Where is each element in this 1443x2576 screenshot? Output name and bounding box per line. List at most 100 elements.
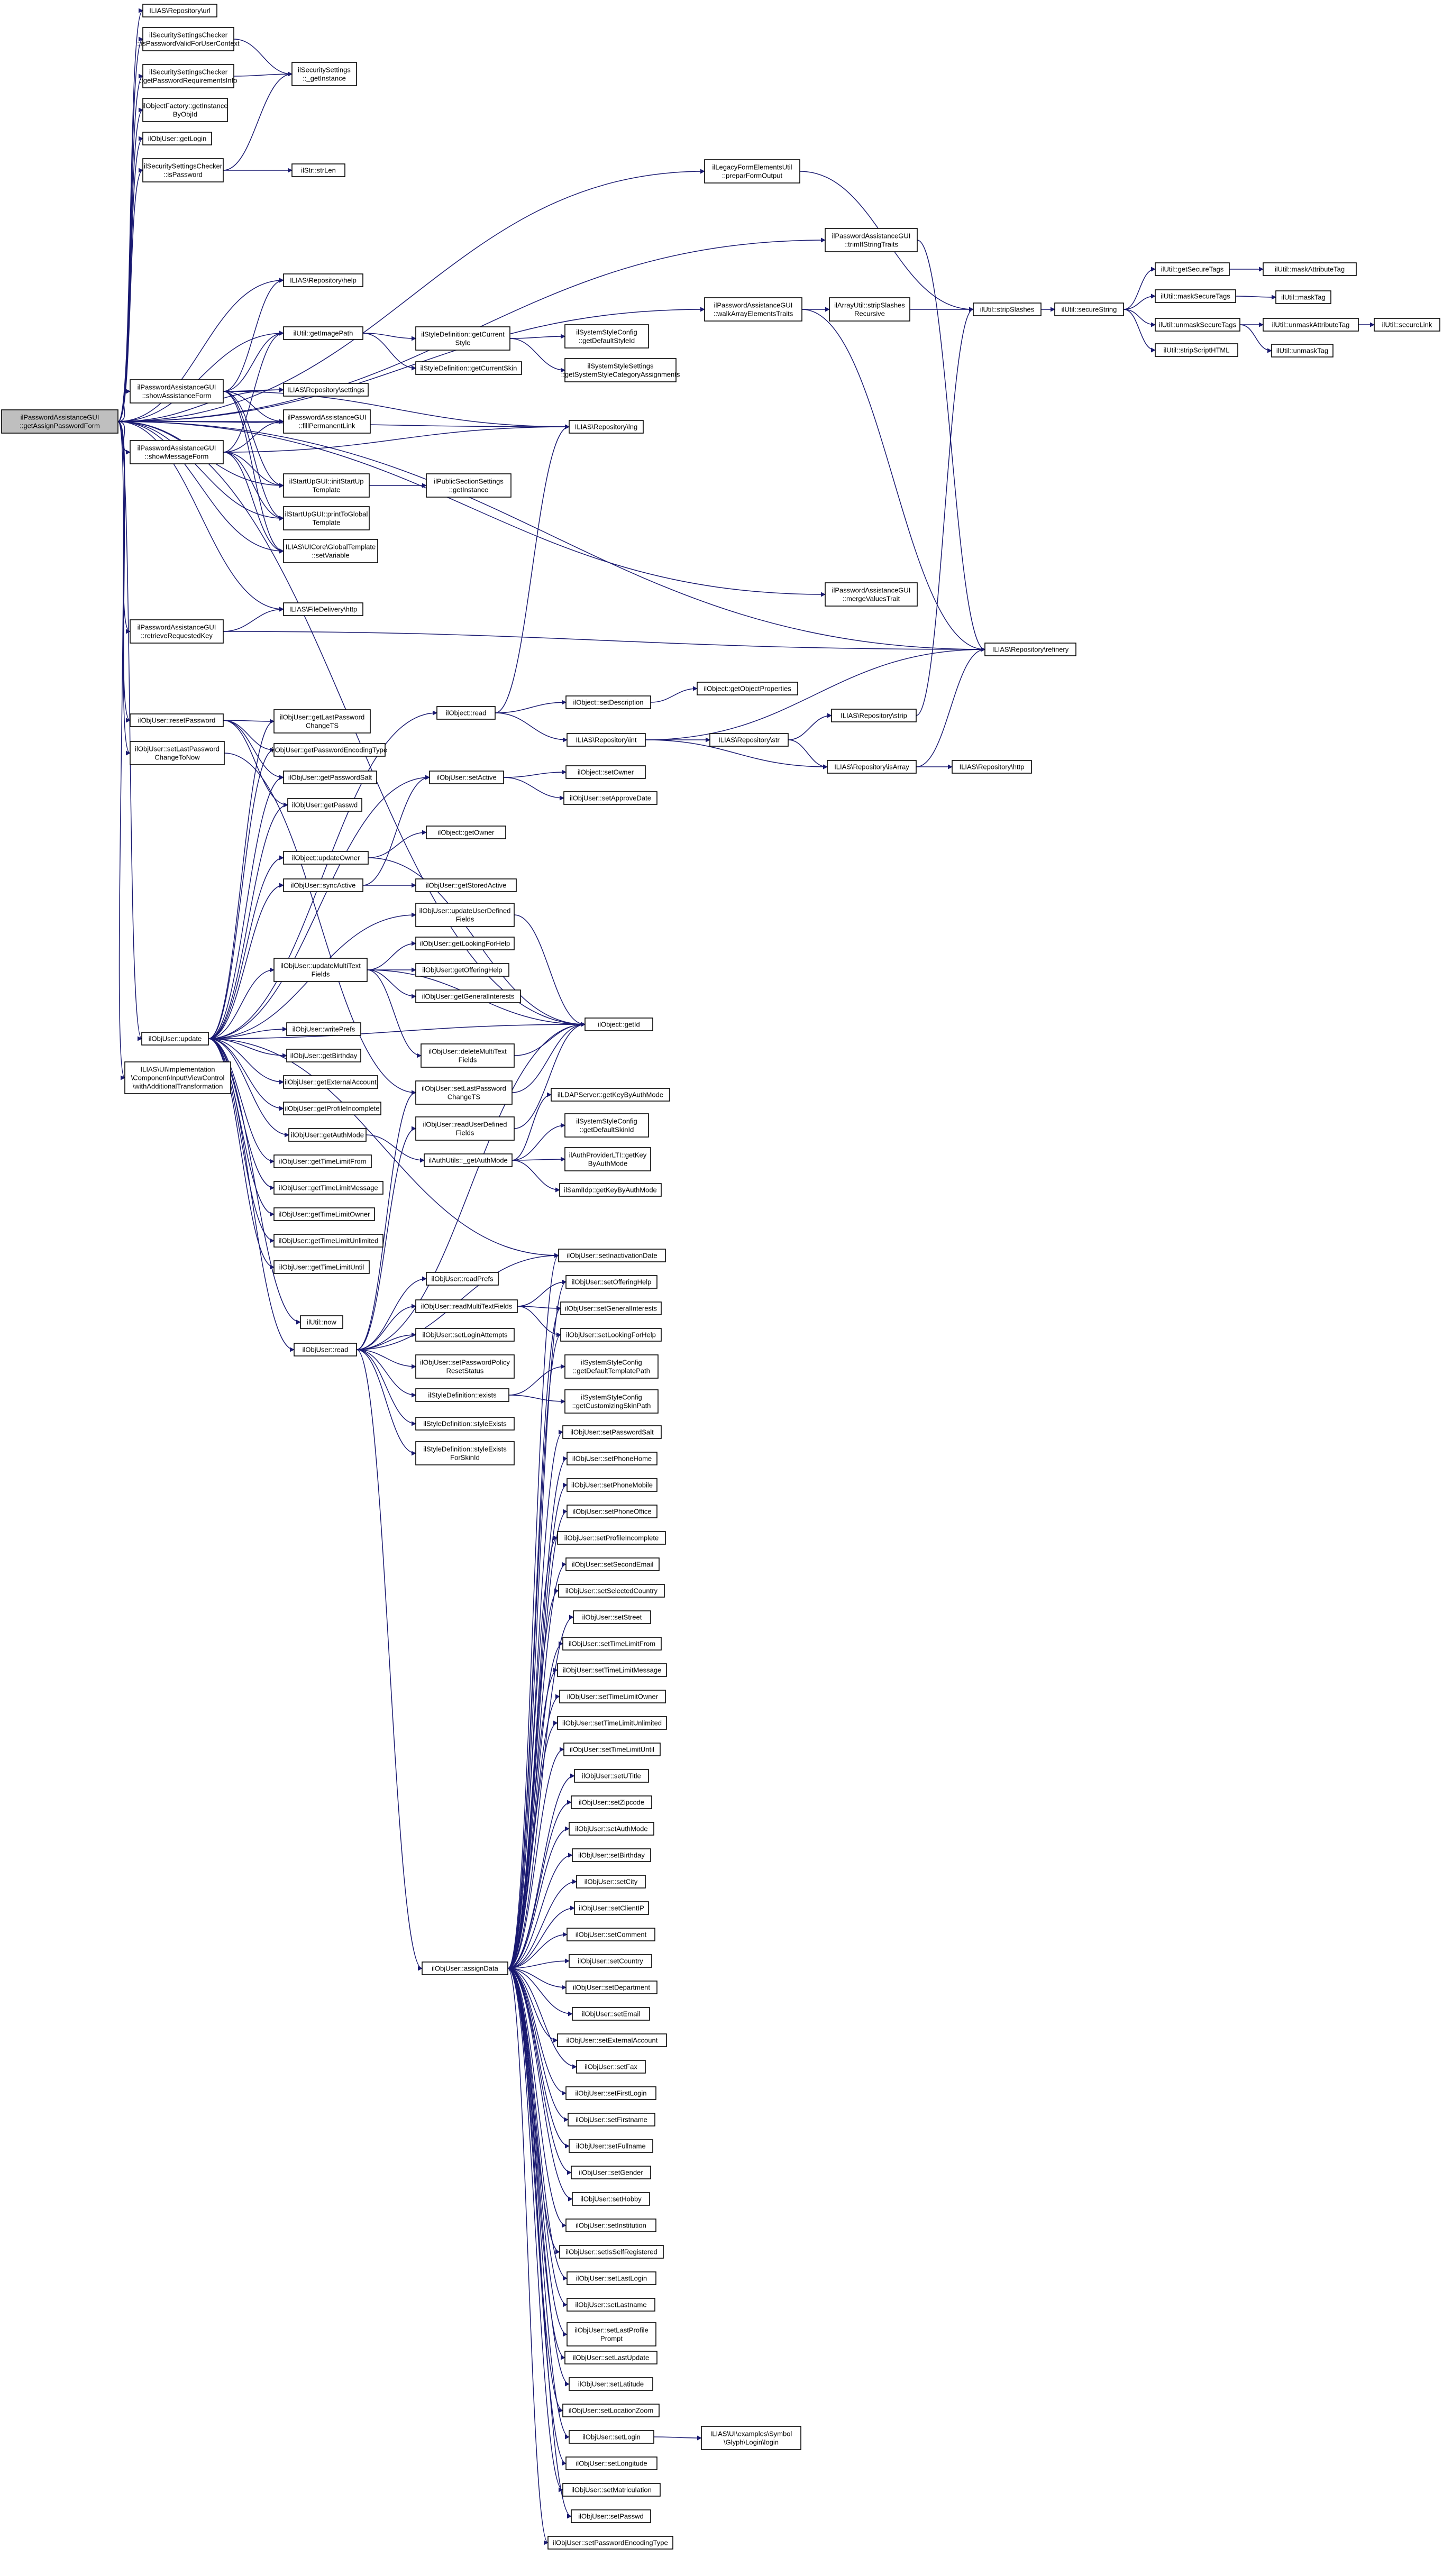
node-obj-set-desc[interactable]: ilObject::setDescription xyxy=(565,695,651,709)
node-obj-read[interactable]: ilObject::read xyxy=(436,706,496,720)
node-ssc-req[interactable]: ilSecuritySettingsChecker::getPasswordRe… xyxy=(140,64,238,88)
node-sys-def-tpl-path[interactable]: ilSystemStyleConfig::getDefaultTemplateP… xyxy=(564,1354,659,1379)
node-repo-int[interactable]: ILIAS\Repository\int xyxy=(567,733,646,747)
node-obj-get-owner[interactable]: ilObject::getOwner xyxy=(426,826,506,839)
node-ou-set-email[interactable]: ilObjUser::setEmail xyxy=(572,2007,650,2021)
node-ou-get-interests[interactable]: ilObjUser::getGeneralInterests xyxy=(415,989,521,1003)
node-mask-sec-tags[interactable]: ilUtil::maskSecureTags xyxy=(1155,289,1236,303)
node-ou-set-active[interactable]: ilObjUser::setActive xyxy=(429,771,504,784)
node-ss-inst[interactable]: ilSecuritySettings::_getInstance xyxy=(291,62,357,86)
node-strlen[interactable]: ilStr::strLen xyxy=(291,163,345,177)
node-ou-set-last-update[interactable]: ilObjUser::setLastUpdate xyxy=(564,2351,657,2364)
node-ou-set-utitle[interactable]: ilObjUser::setUTitle xyxy=(574,1769,649,1783)
node-pag-show-assist[interactable]: ilPasswordAssistanceGUI::showAssistanceF… xyxy=(130,379,224,404)
node-ou-set-loc-zoom[interactable]: ilObjUser::setLocationZoom xyxy=(562,2404,660,2417)
node-ou-set-tl-owner[interactable]: ilObjUser::setTimeLimitOwner xyxy=(559,1690,666,1703)
node-ou-set-login-att[interactable]: ilObjUser::setLoginAttempts xyxy=(415,1328,515,1342)
node-pag-retrieve[interactable]: ilPasswordAssistanceGUI::retrieveRequest… xyxy=(130,619,224,644)
node-auth-get-mode[interactable]: ilAuthUtils::_getAuthMode xyxy=(424,1153,513,1167)
node-sd-exists[interactable]: ilStyleDefinition::exists xyxy=(415,1388,509,1402)
node-obj-set-owner[interactable]: ilObject::setOwner xyxy=(565,765,646,779)
node-legacy-prep[interactable]: ilLegacyFormElementsUtil::preparFormOutp… xyxy=(704,159,800,184)
node-ou-assign-data[interactable]: ilObjUser::assignData xyxy=(422,1961,508,1975)
node-ou-get-tl-msg[interactable]: ilObjUser::getTimeLimitMessage xyxy=(273,1181,383,1195)
node-secure-str[interactable]: ilUtil::secureString xyxy=(1054,302,1124,316)
node-ou-set-firstname[interactable]: ilObjUser::setFirstname xyxy=(568,2113,655,2126)
node-sd-style-exists[interactable]: ilStyleDefinition::styleExists xyxy=(415,1417,515,1431)
node-ou-set-first-login[interactable]: ilObjUser::setFirstLogin xyxy=(565,2086,656,2100)
node-ou-set-fullname[interactable]: ilObjUser::setFullname xyxy=(569,2139,653,2153)
node-repo-settings[interactable]: ILIAS\Repository\settings xyxy=(283,383,369,397)
node-ldap-auth[interactable]: ilLDAPServer::getKeyByAuthMode xyxy=(551,1088,670,1102)
node-ou-sync-active[interactable]: ilObjUser::syncActive xyxy=(283,878,363,892)
node-obj-get-id[interactable]: ilObject::getId xyxy=(584,1017,653,1031)
node-secure-link[interactable]: ilUtil::secureLink xyxy=(1374,318,1440,332)
node-sys-cust-skin[interactable]: ilSystemStyleConfig::getCustomizingSkinP… xyxy=(564,1389,659,1414)
node-sys-def-style[interactable]: ilSystemStyleConfig::getDefaultStyleId xyxy=(564,324,649,349)
node-ou-get-tl-owner[interactable]: ilObjUser::getTimeLimitOwner xyxy=(273,1207,375,1221)
node-sys-def-skin[interactable]: ilSystemStyleConfig::getDefaultSkinId xyxy=(564,1113,649,1138)
node-ou-set-auth-mode[interactable]: ilObjUser::setAuthMode xyxy=(569,1822,654,1836)
node-ou-set-city[interactable]: ilObjUser::setCity xyxy=(576,1875,646,1889)
node-ou-set-pw-salt[interactable]: ilObjUser::setPasswordSalt xyxy=(562,1425,662,1439)
node-ou-read-prefs[interactable]: ilObjUser::readPrefs xyxy=(426,1272,499,1286)
node-ou-set-interests[interactable]: ilObjUser::setGeneralInterests xyxy=(560,1301,662,1315)
node-obj-get-props[interactable]: ilObject::getObjectProperties xyxy=(697,682,798,695)
node-repo-strip[interactable]: ILIAS\Repository\strip xyxy=(831,709,917,722)
node-ou-get-birthday[interactable]: ilObjUser::getBirthday xyxy=(286,1049,361,1062)
node-root[interactable]: ilPasswordAssistanceGUI::getAssignPasswo… xyxy=(1,409,118,434)
node-ou-set-phone-mobile[interactable]: ilObjUser::setPhoneMobile xyxy=(567,1478,657,1492)
node-mask-tag[interactable]: ilUtil::maskTag xyxy=(1275,290,1331,304)
node-ou-read-multi[interactable]: ilObjUser::readMultiTextFields xyxy=(415,1299,518,1313)
node-ou-write-prefs[interactable]: ilObjUser::writePrefs xyxy=(286,1022,361,1036)
node-ou-set-phone-office[interactable]: ilObjUser::setPhoneOffice xyxy=(567,1505,657,1518)
node-repo-isarray[interactable]: ILIAS\Repository\isArray xyxy=(827,760,917,774)
node-ou-set-tl-msg[interactable]: ilObjUser::setTimeLimitMessage xyxy=(557,1663,667,1677)
node-get-image-path[interactable]: ilUtil::getImagePath xyxy=(283,326,363,340)
node-ou-set-lastname[interactable]: ilObjUser::setLastname xyxy=(567,2298,655,2312)
node-ou-set-profile-inc[interactable]: ilObjUser::setProfileIncomplete xyxy=(557,1531,666,1545)
node-ou-set-institution[interactable]: ilObjUser::setInstitution xyxy=(565,2219,656,2232)
node-ou-getlogin[interactable]: ilObjUser::getLogin xyxy=(142,132,212,145)
node-strip-script[interactable]: ilUtil::stripScriptHTML xyxy=(1155,343,1238,357)
node-ou-get-tl-from[interactable]: ilObjUser::getTimeLimitFrom xyxy=(273,1154,372,1168)
node-pag-trim[interactable]: ilPasswordAssistanceGUI::trimIfStringTra… xyxy=(825,228,918,252)
node-ou-get-stored-active[interactable]: ilObjUser::getStoredActive xyxy=(415,878,517,892)
node-ou-set-hobby[interactable]: ilObjUser::setHobby xyxy=(572,2192,650,2206)
node-repo-refinery[interactable]: ILIAS\Repository\refinery xyxy=(984,643,1076,656)
node-ui-core-tpl[interactable]: ILIAS\UICore\GlobalTemplate::setVariable xyxy=(283,539,378,563)
node-saml-auth[interactable]: ilSamlIdp::getKeyByAuthMode xyxy=(559,1183,662,1197)
node-ou-reset-pw[interactable]: ilObjUser::resetPassword xyxy=(130,713,224,727)
node-ou-set-tl-unlim[interactable]: ilObjUser::setTimeLimitUnlimited xyxy=(557,1716,667,1730)
node-get-sec-tags[interactable]: ilUtil::getSecureTags xyxy=(1155,262,1230,276)
node-util-strip[interactable]: ilUtil::stripSlashes xyxy=(973,302,1042,316)
node-ou-get-ext-acc[interactable]: ilObjUser::getExternalAccount xyxy=(283,1075,378,1089)
node-symbol-glyph-login[interactable]: ILIAS\UI\examples\Symbol\Glyph\Login\log… xyxy=(701,2426,801,2450)
node-ou-set-last-login[interactable]: ilObjUser::setLastLogin xyxy=(567,2271,656,2285)
node-ou-set-approve[interactable]: ilObjUser::setApproveDate xyxy=(563,791,657,805)
node-ou-get-pw-salt[interactable]: ilObjUser::getPasswordSalt xyxy=(283,771,377,784)
node-ou-set-offering[interactable]: ilObjUser::setOfferingHelp xyxy=(565,1275,657,1289)
node-ou-set-ext-acc[interactable]: ilObjUser::setExternalAccount xyxy=(557,2033,667,2047)
node-ou-set-inact-date[interactable]: ilObjUser::setInactivationDate xyxy=(558,1249,666,1262)
node-pag-merge[interactable]: ilPasswordAssistanceGUI::mergeValuesTrai… xyxy=(825,582,918,607)
node-ou-read[interactable]: ilObjUser::read xyxy=(294,1343,357,1356)
node-ou-set-tl-until[interactable]: ilObjUser::setTimeLimitUntil xyxy=(563,1743,661,1756)
node-ou-set-department[interactable]: ilObjUser::setDepartment xyxy=(565,1981,657,1994)
node-pag-walk[interactable]: ilPasswordAssistanceGUI::walkArrayElemen… xyxy=(704,297,802,322)
node-ou-get-tl-unlim[interactable]: ilObjUser::getTimeLimitUnlimited xyxy=(273,1234,383,1248)
node-obj-update-owner[interactable]: ilObject::updateOwner xyxy=(283,851,369,865)
node-ou-set-longitude[interactable]: ilObjUser::setLongitude xyxy=(565,2456,657,2470)
node-ou-get-pw-enc[interactable]: ilObjUser::getPasswordEncodingType xyxy=(272,743,387,757)
